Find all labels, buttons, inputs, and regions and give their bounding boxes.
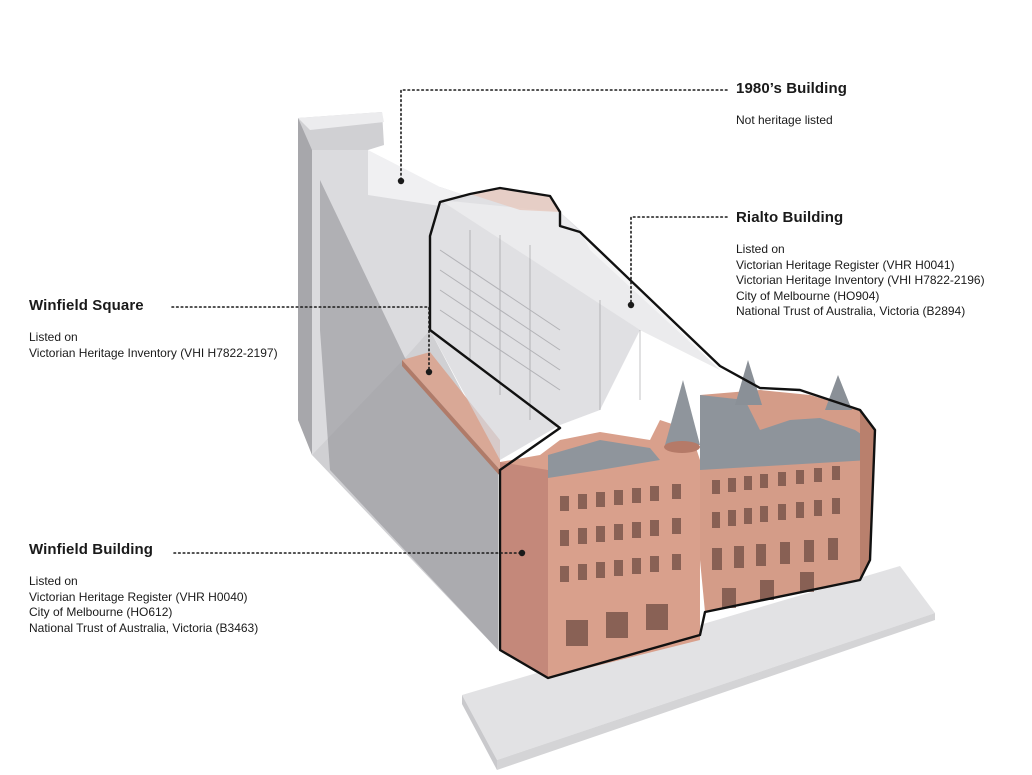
callout-rialto-building: Rialto Building Listed on Victorian Heri…	[736, 209, 985, 320]
callout-winfield-square: Winfield Square Listed on Victorian Heri…	[29, 297, 278, 361]
anchor-winfield-building	[518, 549, 526, 557]
callout-detail: National Trust of Australia, Victoria (B…	[736, 304, 966, 318]
leader-1980s	[400, 89, 728, 181]
callout-detail: Victorian Heritage Register (VHR H0041)	[736, 257, 955, 272]
callout-detail: Victorian Heritage Inventory (VHI H7822-…	[736, 273, 985, 287]
anchor-rialto	[627, 301, 635, 309]
callout-detail: Not heritage listed	[736, 113, 833, 127]
callout-detail: Victorian Heritage Inventory (VHI H7822-…	[29, 345, 278, 360]
anchor-winfield-square	[425, 368, 433, 376]
leader-winfield-square	[171, 306, 430, 372]
rialto-building-facade	[700, 360, 875, 612]
callout-title: 1980’s Building	[736, 80, 847, 97]
callout-title: Rialto Building	[736, 209, 844, 226]
callout-winfield-building: Winfield Building Listed on Victorian He…	[29, 541, 258, 636]
heritage-outline	[428, 186, 877, 680]
callout-detail: Listed on	[736, 242, 785, 256]
rialto-glass-annex	[430, 188, 720, 460]
building-1980s-massing	[298, 112, 498, 650]
callout-detail: City of Melbourne (HO612)	[29, 605, 173, 619]
callout-detail: City of Melbourne (HO904)	[736, 288, 880, 303]
winfield-building-facade	[500, 380, 700, 678]
callout-detail: National Trust of Australia, Victoria (B…	[29, 620, 259, 635]
callout-title: Winfield Building	[29, 541, 154, 558]
callout-detail: Listed on	[29, 330, 78, 344]
leader-lines	[171, 89, 728, 557]
callout-1980s-building: 1980’s Building Not heritage listed	[736, 80, 847, 129]
anchor-1980s	[397, 177, 405, 185]
callout-title: Winfield Square	[29, 297, 144, 314]
callout-detail: Victorian Heritage Register (VHR H0040)	[29, 589, 248, 604]
ground-plane	[462, 566, 935, 770]
leader-rialto	[630, 216, 728, 305]
callout-detail: Listed on	[29, 574, 78, 588]
winfield-square-courtyard	[402, 352, 500, 476]
